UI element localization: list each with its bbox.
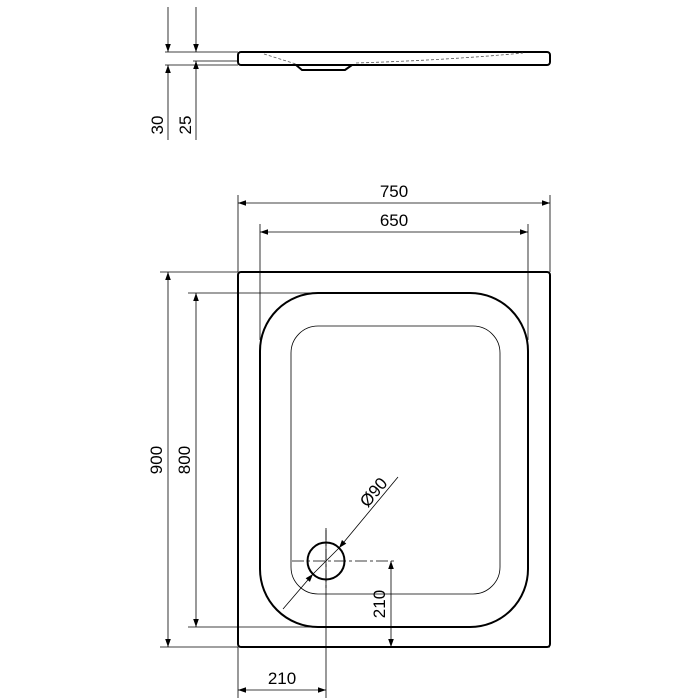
tray-side-profile: [237, 51, 551, 66]
tray-outer-edge: [237, 271, 551, 648]
dim-outer-width: 750: [380, 182, 408, 201]
dim-drain-offset-y: 210: [370, 590, 389, 618]
dim-drain-diameter: Ø90: [356, 474, 391, 511]
tray-floor-edge: [290, 325, 501, 595]
dim-outer-length: 900: [147, 446, 166, 474]
dim-total-height: 30: [148, 116, 167, 135]
plan-view: 750 650 900 800 210 210 Ø90: [147, 182, 551, 698]
dim-inner-length: 800: [175, 446, 194, 474]
drain-outlet-profile: [295, 64, 353, 71]
tray-basin-edge: [259, 292, 529, 628]
dim-drain-offset-x: 210: [268, 669, 296, 688]
dim-inner-width: 650: [380, 211, 408, 230]
dim-rim-height: 25: [176, 116, 195, 135]
side-view: 30 25: [148, 7, 551, 140]
